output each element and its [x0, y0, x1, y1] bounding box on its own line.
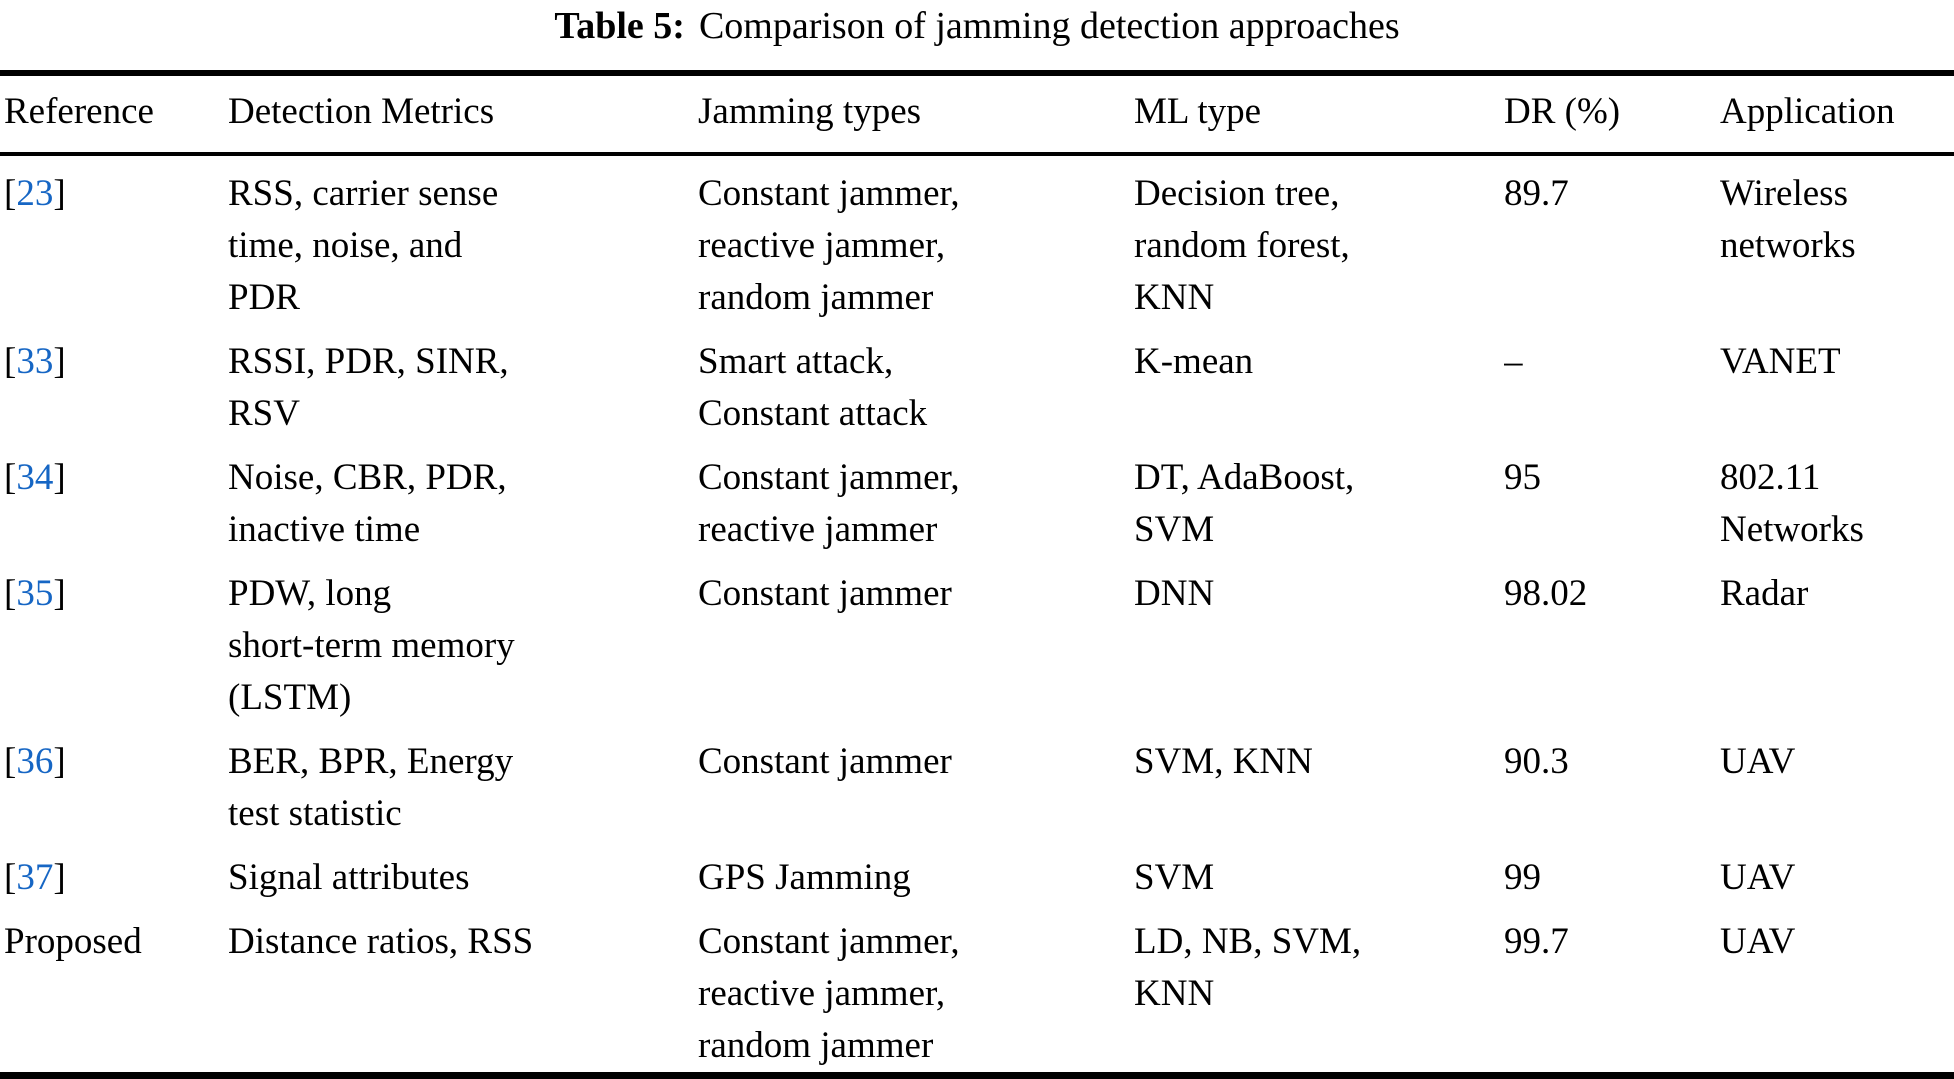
cell-jamming: Smart attack, Constant attack — [698, 341, 928, 434]
cell-application: Wireless networks — [1720, 173, 1856, 266]
header-cell-metrics: Detection Metrics — [228, 73, 698, 156]
cell-jamming: Constant jammer — [698, 573, 952, 614]
cell-jamming: Constant jammer, reactive jammer, random… — [698, 173, 960, 318]
header-cell-reference: Reference — [0, 73, 228, 156]
cell-metrics: RSSI, PDR, SINR, RSV — [228, 341, 509, 434]
cell-ml: DNN — [1134, 573, 1215, 614]
cell-jamming: Constant jammer, reactive jammer, random… — [698, 921, 960, 1066]
citation-link[interactable]: 35 — [16, 573, 54, 614]
cell-ml: SVM — [1134, 857, 1215, 898]
cell-ml: LD, NB, SVM, KNN — [1134, 921, 1362, 1014]
table-row: [37] Signal attributes GPS Jamming SVM 99 UAV — [0, 840, 1954, 904]
table-row: [23] RSS, carrier sense time, noise, and … — [0, 154, 1954, 324]
cell-dr: 95 — [1504, 457, 1541, 498]
table-row: Proposed Distance ratios, RSS Constant jam… — [0, 904, 1954, 1076]
cell-application: VANET — [1720, 341, 1841, 382]
cell-reference: [36] — [4, 741, 66, 782]
cell-application: 802.11 Networks — [1720, 457, 1864, 550]
header-cell-jamming: Jamming types — [698, 73, 1134, 156]
cell-ml: SVM, KNN — [1134, 741, 1313, 782]
cell-jamming: Constant jammer — [698, 741, 952, 782]
cell-jamming: Constant jammer, reactive jammer — [698, 457, 960, 550]
cell-ml: K-mean — [1134, 341, 1254, 382]
citation-link[interactable]: 33 — [16, 341, 54, 382]
cell-reference: [35] — [4, 573, 66, 614]
cell-jamming: GPS Jamming — [698, 857, 911, 898]
cell-dr: 99.7 — [1504, 921, 1569, 962]
header-cell-ml: ML type — [1134, 73, 1504, 156]
cell-ml: Decision tree, random forest, KNN — [1134, 173, 1350, 318]
citation-link[interactable]: 23 — [16, 173, 54, 214]
cell-dr: 98.02 — [1504, 573, 1588, 614]
cell-reference: [37] — [4, 857, 66, 898]
citation-link[interactable]: 34 — [16, 457, 54, 498]
table-body: [23] RSS, carrier sense time, noise, and … — [0, 154, 1954, 1076]
cell-dr: – — [1504, 341, 1523, 382]
header-cell-dr: DR (%) — [1504, 73, 1720, 156]
cell-ml: DT, AdaBoost, SVM — [1134, 457, 1355, 550]
cell-reference: [33] — [4, 341, 66, 382]
table-row: [34] Noise, CBR, PDR, inactive time Consta… — [0, 440, 1954, 556]
cell-reference: [23] — [4, 173, 66, 214]
table-caption: Table 5: Comparison of jamming detection … — [0, 0, 1954, 70]
table-caption-text: Comparison of jamming detection approach… — [698, 5, 1400, 47]
cell-metrics: RSS, carrier sense time, noise, and PDR — [228, 173, 499, 318]
header-cell-application: Application — [1720, 73, 1954, 156]
cell-application: Radar — [1720, 573, 1809, 614]
cell-dr: 99 — [1504, 857, 1541, 898]
cell-reference: Proposed — [4, 921, 142, 962]
cell-metrics: BER, BPR, Energy test statistic — [228, 741, 514, 834]
table-caption-label: Table 5: — [554, 5, 685, 47]
cell-metrics: PDW, long short-term memory (LSTM) — [228, 573, 515, 718]
cell-application: UAV — [1720, 921, 1796, 962]
citation-link[interactable]: 37 — [16, 857, 54, 898]
table-row: [35] PDW, long short-term memory (LSTM) Co… — [0, 556, 1954, 724]
cell-metrics: Signal attributes — [228, 857, 470, 898]
cell-application: UAV — [1720, 857, 1796, 898]
cell-application: UAV — [1720, 741, 1796, 782]
cell-dr: 90.3 — [1504, 741, 1569, 782]
citation-link[interactable]: 36 — [16, 741, 54, 782]
table-row: [33] RSSI, PDR, SINR, RSV Smart attack, Co… — [0, 324, 1954, 440]
cell-dr: 89.7 — [1504, 173, 1569, 214]
table-row: [36] BER, BPR, Energy test statistic Const… — [0, 724, 1954, 840]
cell-reference: [34] — [4, 457, 66, 498]
cell-metrics: Noise, CBR, PDR, inactive time — [228, 457, 507, 550]
cell-metrics: Distance ratios, RSS — [228, 921, 534, 962]
